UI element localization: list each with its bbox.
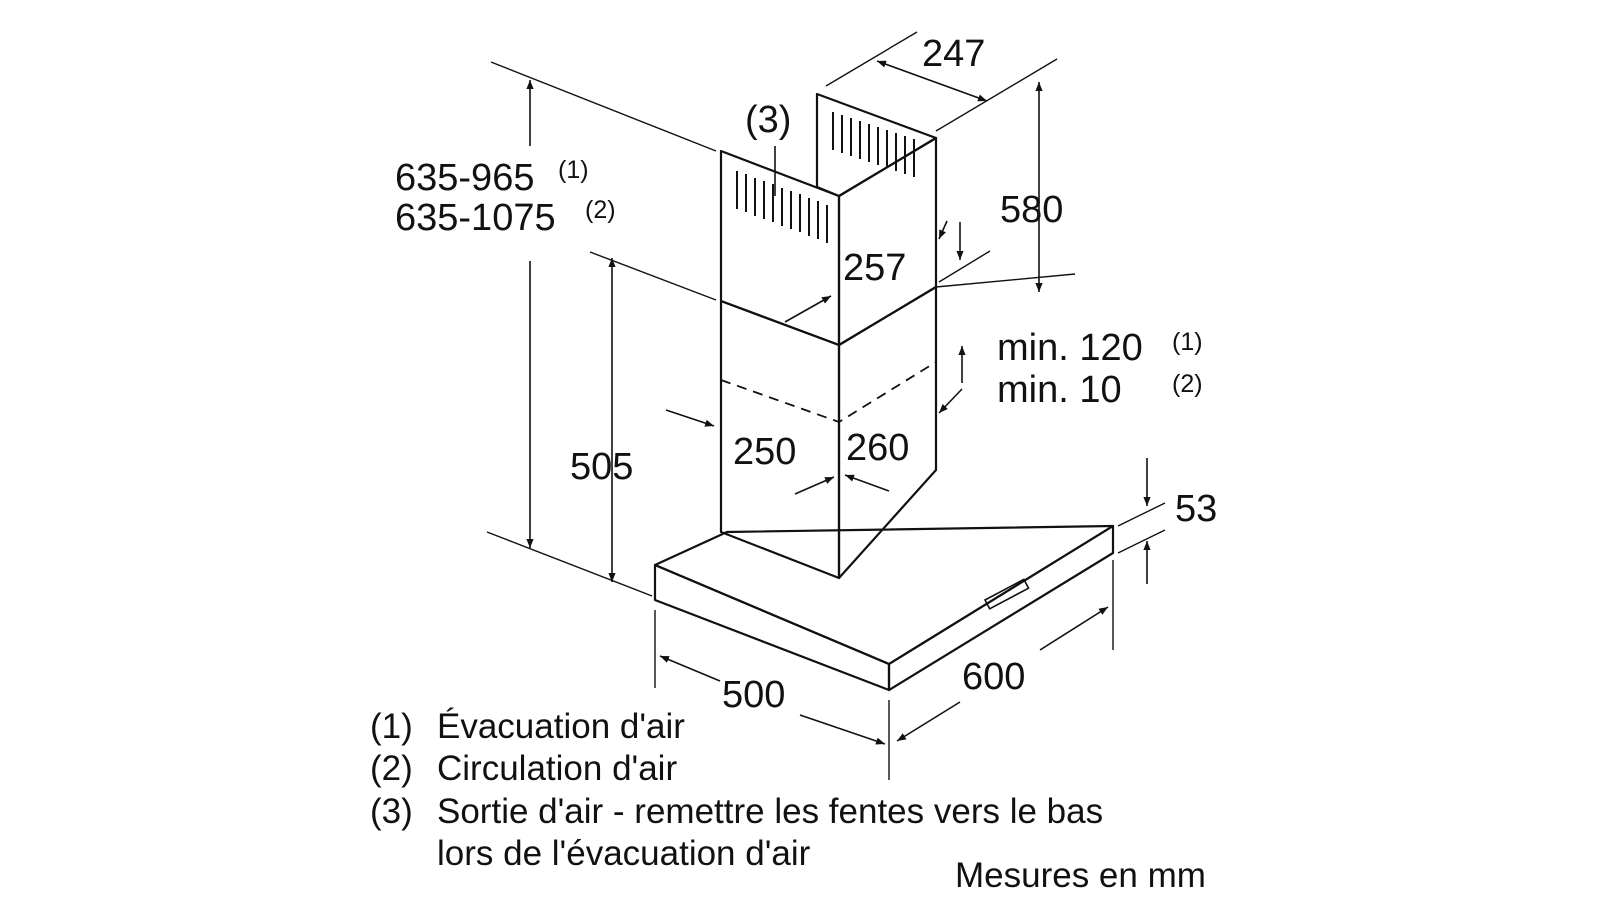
vent-slots-rear <box>832 112 915 177</box>
dim-canopy-depth: 500 <box>722 674 785 716</box>
dim-chimney-upper-height: 580 <box>1000 189 1063 231</box>
dim-upper-chimney-width: 257 <box>843 247 906 289</box>
rear-chimney-panel <box>815 92 938 198</box>
legend-marker-2: (2) <box>370 749 413 788</box>
legend-marker-3: (3) <box>370 792 413 831</box>
dimension-labels: 247 580 635-965 (1) 635-1075 (2) (3) 257… <box>395 33 1217 716</box>
canopy-front-face <box>653 563 891 692</box>
marker-evacuation-gap: (1) <box>1172 328 1203 356</box>
dim-height-range-evacuation: 635-965 <box>395 157 534 199</box>
dim-canopy-width: 600 <box>962 656 1025 698</box>
legend: (1) Évacuation d'air (2) Circulation d'a… <box>370 707 1103 873</box>
marker-air-outlet: (3) <box>745 99 791 141</box>
dimension-lines <box>486 31 1166 780</box>
upper-chimney-side-face <box>837 136 938 347</box>
vent-slots-front <box>736 171 828 243</box>
dim-min-gap-evacuation: min. 120 <box>997 327 1143 369</box>
legend-marker-1: (1) <box>370 707 413 746</box>
dim-height-range-circulation: 635-1075 <box>395 197 556 239</box>
marker-circulation-height: (2) <box>585 196 616 224</box>
hidden-overlap-line <box>720 361 937 423</box>
units-note: Mesures en mm <box>955 856 1206 895</box>
canopy-right-face <box>887 524 1115 692</box>
legend-text-3: Sortie d'air - remettre les fentes vers … <box>437 792 1103 831</box>
marker-evacuation-height: (1) <box>558 156 589 184</box>
dim-chimney-depth-top: 247 <box>922 33 985 75</box>
legend-text-2: Circulation d'air <box>437 749 677 788</box>
dim-lower-chimney-width: 250 <box>733 431 796 473</box>
dim-min-gap-circulation: min. 10 <box>997 369 1122 411</box>
control-panel <box>983 578 1030 610</box>
upper-chimney-front-face <box>719 149 841 347</box>
dim-lower-chimney-depth: 260 <box>846 427 909 469</box>
dim-canopy-thickness: 53 <box>1175 488 1217 530</box>
hood-outline <box>653 92 1115 692</box>
legend-text-3-continued: lors de l'évacuation d'air <box>437 834 811 873</box>
legend-text-1: Évacuation d'air <box>437 707 685 746</box>
marker-circulation-gap: (2) <box>1172 370 1203 398</box>
dim-lower-chimney-height: 505 <box>570 446 633 488</box>
